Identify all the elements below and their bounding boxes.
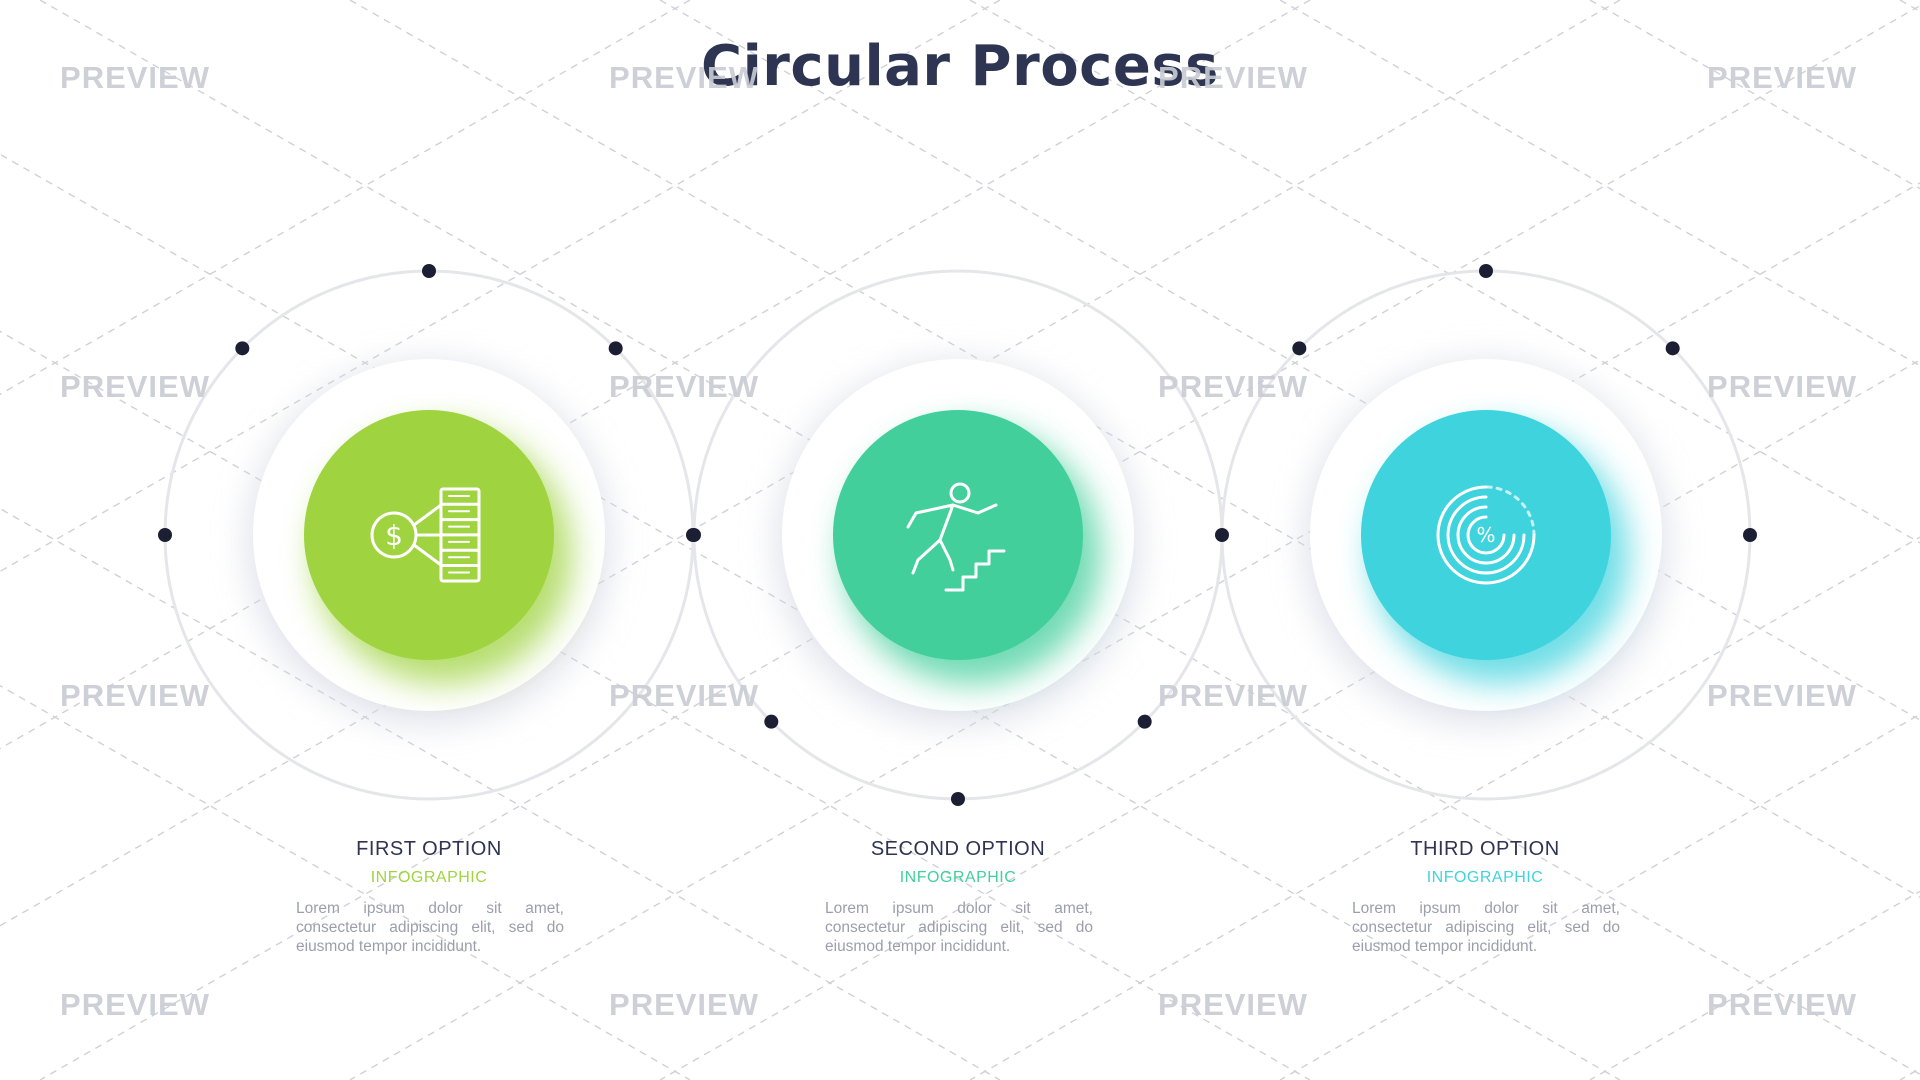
watermark: PREVIEW [1158, 369, 1308, 404]
background-dash-line [1899, 0, 1920, 13]
watermark: PREVIEW [60, 60, 210, 95]
option-subtitle: INFOGRAPHIC [1426, 869, 1544, 886]
watermark: PREVIEW [1707, 60, 1857, 95]
background-dash-line [1899, 1067, 1920, 1080]
option-title: THIRD OPTION [1410, 838, 1560, 860]
ring-dot [764, 714, 779, 729]
ring-dot [158, 528, 172, 542]
option-description: Lorem ipsum dolor sit amet, consectetur … [825, 900, 1093, 955]
option-description: Lorem ipsum dolor sit amet, consectetur … [296, 900, 564, 955]
svg-text:%: % [1476, 523, 1495, 547]
ring-dot [1665, 341, 1680, 356]
option-node: % [1306, 359, 1666, 723]
money-server-icon: $ [370, 487, 481, 583]
watermark: PREVIEW [1158, 987, 1308, 1022]
watermark: PREVIEW [60, 678, 210, 713]
svg-text:$: $ [385, 519, 403, 552]
percent-spiral-icon: % [1436, 485, 1536, 585]
watermark: PREVIEW [609, 60, 759, 95]
ring-dot [1215, 528, 1229, 542]
watermark: PREVIEW [1707, 987, 1857, 1022]
ring-dot [608, 341, 623, 356]
ring-dot [687, 528, 701, 542]
watermark: PREVIEW [609, 369, 759, 404]
ring-dot [1479, 264, 1493, 278]
person-climbing-stairs-icon [906, 482, 1006, 592]
ring-dot [951, 792, 965, 806]
ring-dot [1137, 714, 1152, 729]
watermark: PREVIEW [1158, 678, 1308, 713]
node-core [833, 410, 1083, 660]
watermark: PREVIEW [609, 678, 759, 713]
watermark: PREVIEW [609, 987, 759, 1022]
option-node [778, 359, 1138, 723]
watermark: PREVIEW [1158, 60, 1308, 95]
watermark: PREVIEW [60, 987, 210, 1022]
option-node: $ [249, 359, 609, 723]
page-title: Circular Process [700, 34, 1220, 99]
option-description: Lorem ipsum dolor sit amet, consectetur … [1352, 900, 1620, 955]
option-subtitle: INFOGRAPHIC [899, 869, 1017, 886]
option-title: FIRST OPTION [356, 838, 502, 860]
option-subtitle: INFOGRAPHIC [370, 869, 488, 886]
watermark: PREVIEW [1707, 369, 1857, 404]
option-title: SECOND OPTION [870, 838, 1046, 860]
watermark: PREVIEW [60, 369, 210, 404]
node-core [1361, 410, 1611, 660]
ring-dot [1292, 341, 1307, 356]
watermark: PREVIEW [1707, 678, 1857, 713]
ring-dot [422, 264, 436, 278]
ring-dot [1743, 528, 1757, 542]
ring-dot [235, 341, 250, 356]
